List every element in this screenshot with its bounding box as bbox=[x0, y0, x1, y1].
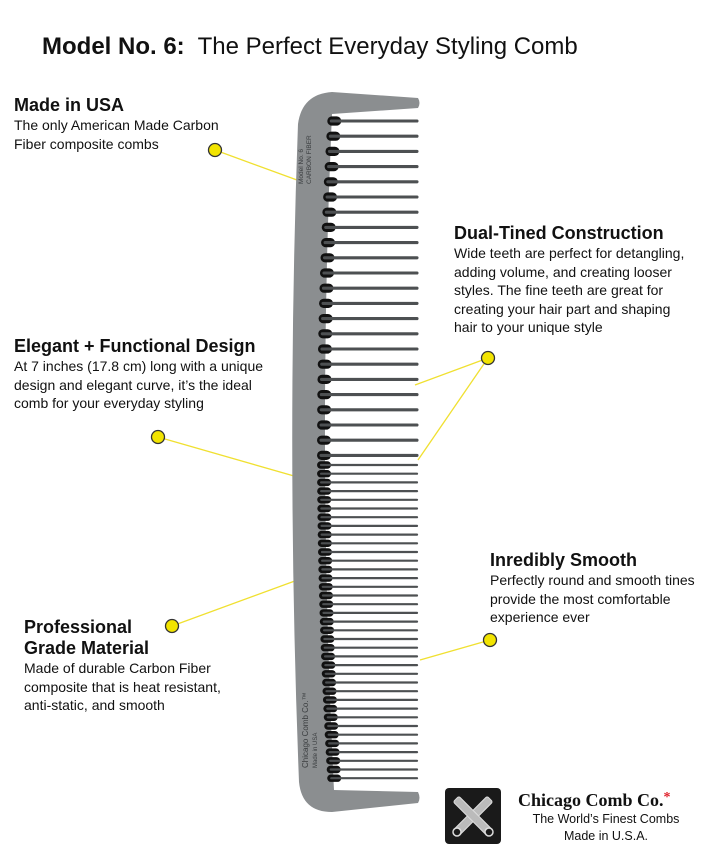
feature-text: styles. The fine teeth are great for bbox=[454, 282, 664, 298]
feature-text: The only American Made Carbon bbox=[14, 117, 219, 133]
feature-text: Wide teeth are perfect for detangling, bbox=[454, 245, 685, 261]
callout-line bbox=[417, 357, 489, 461]
feature-text: design and elegant curve, it’s the ideal bbox=[14, 376, 252, 393]
feature-text: Perfectly round and smooth tines bbox=[490, 572, 695, 588]
feature-professional-material: Professional Grade Material Made of dura… bbox=[24, 617, 221, 715]
callout-dot bbox=[480, 350, 496, 366]
brand-name: Chicago Comb Co. bbox=[518, 790, 664, 810]
callout-dot bbox=[164, 618, 180, 634]
feature-elegant-design: Elegant + Functional Design At 7 inches … bbox=[14, 336, 263, 413]
brand-origin: Made in U.S.A. bbox=[563, 829, 649, 843]
callout-line bbox=[157, 436, 309, 481]
feature-heading: Inredibly Smooth bbox=[490, 550, 638, 570]
callout-dot bbox=[207, 142, 223, 158]
svg-text:Chicago Comb Co.™ Made in: Chicago Comb Co.™ Made in USA bbox=[301, 690, 319, 768]
title-tagline: The Perfect Everyday Styling Comb bbox=[197, 33, 578, 60]
callout-lines bbox=[157, 149, 491, 661]
title-model: Model No. 6: bbox=[42, 33, 185, 60]
callout-line bbox=[414, 357, 489, 386]
callout-line bbox=[171, 577, 304, 627]
comb-imprint-material: CARBON FIBER bbox=[306, 135, 313, 184]
callout-dots bbox=[150, 142, 498, 648]
feature-heading: Dual-Tined Construction bbox=[454, 223, 664, 243]
feature-text: experience ever bbox=[490, 609, 590, 625]
feature-heading: Made in USA bbox=[14, 95, 125, 115]
feature-text: provide the most comfortable bbox=[490, 590, 671, 607]
feature-text: At 7 inches (17.8 cm) long with a unique bbox=[14, 358, 264, 374]
feature-heading: Grade Material bbox=[24, 638, 150, 658]
comb-imprint-origin: Made in USA bbox=[313, 733, 319, 768]
svg-text:Model No. 6 CARBON FIBER: Model No. 6 CARBON FIBER bbox=[298, 135, 313, 184]
feature-smooth: Inredibly Smooth Perfectly round and smo… bbox=[490, 550, 695, 627]
feature-text: anti-static, and smooth bbox=[24, 697, 165, 713]
feature-text: creating your hair part and shaping bbox=[454, 300, 671, 317]
feature-text: Made of durable Carbon Fiber bbox=[24, 660, 211, 676]
feature-text: hair to your unique style bbox=[454, 319, 603, 335]
page-title: Model No. 6: The Perfect Everyday Stylin… bbox=[42, 33, 578, 61]
comb-imprint-brand: Chicago Comb Co.™ bbox=[301, 692, 310, 768]
comb-imprint-model: Model No. 6 bbox=[298, 149, 305, 184]
feature-text: Fiber composite combs bbox=[14, 135, 159, 152]
feature-text: composite that is heat resistant, bbox=[24, 678, 221, 695]
crossed-combs-icon bbox=[445, 788, 501, 844]
brand-logo-name: Chicago Comb Co.* bbox=[518, 790, 671, 811]
feature-heading: Professional bbox=[24, 617, 133, 637]
callout-line bbox=[419, 639, 491, 661]
brand-tagline: The World’s Finest Combs bbox=[532, 812, 680, 826]
callout-dot bbox=[482, 632, 498, 648]
callout-dot bbox=[150, 429, 166, 445]
feature-text: adding volume, and creating looser bbox=[454, 263, 672, 280]
comb-teeth bbox=[317, 116, 419, 782]
feature-made-in-usa: Made in USA The only American Made Carbo… bbox=[14, 95, 219, 153]
brand-star: * bbox=[663, 790, 671, 805]
feature-dual-tined: Dual-Tined Construction Wide teeth are p… bbox=[454, 223, 684, 337]
feature-heading: Elegant + Functional Design bbox=[14, 336, 256, 356]
feature-text: comb for your everyday styling bbox=[14, 395, 204, 411]
comb-spine bbox=[292, 92, 420, 812]
callout-line bbox=[214, 149, 298, 181]
